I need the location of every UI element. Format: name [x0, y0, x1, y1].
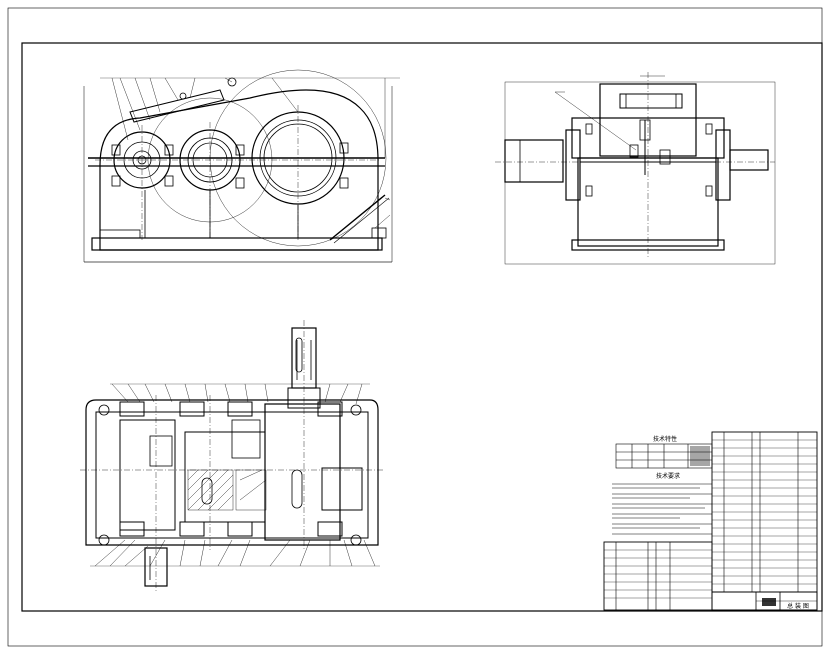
front-elevation-view — [83, 69, 400, 263]
sheet-border — [21, 42, 823, 612]
side-elevation-view — [495, 72, 776, 265]
tech-spec-title: 技术特性 — [653, 435, 677, 443]
sheet-trim-line — [7, 7, 823, 647]
sheet-label: 总 装 图 — [787, 602, 809, 610]
tech-req-title: 技术要求 — [656, 472, 680, 480]
top-section-view — [80, 320, 384, 592]
parts-list-lower — [603, 541, 713, 611]
tech-requirements: 技术要求 — [612, 472, 712, 535]
title-block: 总 装 图 — [711, 591, 818, 611]
parts-list-table — [711, 431, 818, 593]
tech-spec-table: 技术特性 — [615, 435, 713, 469]
